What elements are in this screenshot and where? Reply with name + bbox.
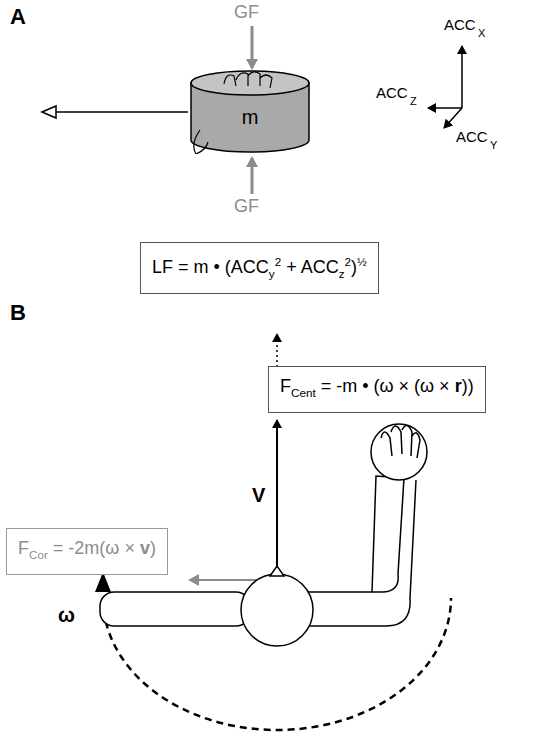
formula-text: m xyxy=(242,106,259,129)
formula-text: LF = m • (ACC xyxy=(152,257,269,277)
formula-text: 2 xyxy=(275,255,282,268)
formula-text: v xyxy=(140,538,150,558)
force-label: GF xyxy=(234,2,259,23)
force-label: GF xyxy=(234,196,259,217)
rotation-arrowhead xyxy=(95,572,111,592)
axis-subscript: Y xyxy=(490,139,497,152)
formula-text: + ACC xyxy=(281,257,339,277)
open-arrowhead xyxy=(42,106,56,118)
mass-cylinder: m xyxy=(190,70,310,154)
grip-force-arrow xyxy=(251,26,254,68)
formula-text: Cent xyxy=(291,386,316,399)
angular-velocity-label: ω xyxy=(58,604,75,627)
formula-box: FCor = -2m(ω × v) xyxy=(6,528,168,575)
formula-box: LF = m • (ACCy2 + ACCz2)½ xyxy=(140,242,379,294)
formula-text: Cor xyxy=(29,548,48,561)
formula-text: = -m • (ω × (ω × xyxy=(316,376,455,396)
panel-letter: A xyxy=(10,4,26,29)
formula-text: r xyxy=(455,376,462,396)
formula-text: )) xyxy=(462,376,474,396)
axis-subscript: X xyxy=(478,27,485,40)
axes xyxy=(428,46,462,128)
panel-letter: B xyxy=(10,300,26,325)
formula-text: ½ xyxy=(357,255,367,268)
formula-text: ) xyxy=(150,538,156,558)
velocity-arrow xyxy=(276,420,278,574)
axis-subscript: Z xyxy=(410,95,417,108)
formula-text: = -2m(ω × xyxy=(48,538,140,558)
formula-text: z xyxy=(339,267,345,280)
formula-text: F xyxy=(280,376,291,396)
load-direction-arrow xyxy=(55,111,188,113)
axis-label: ACC xyxy=(444,16,476,33)
vector-label: V xyxy=(252,484,265,507)
formula-text: 2 xyxy=(345,255,352,268)
grip-force-arrow xyxy=(251,158,254,194)
axis-label: ACC xyxy=(456,128,488,145)
axis-label: ACC xyxy=(376,84,408,101)
formula-text: y xyxy=(269,267,275,280)
formula-box: FCent = -m • (ω × (ω × r)) xyxy=(268,366,486,413)
formula-text: ) xyxy=(351,257,357,277)
formula-text: F xyxy=(18,538,29,558)
